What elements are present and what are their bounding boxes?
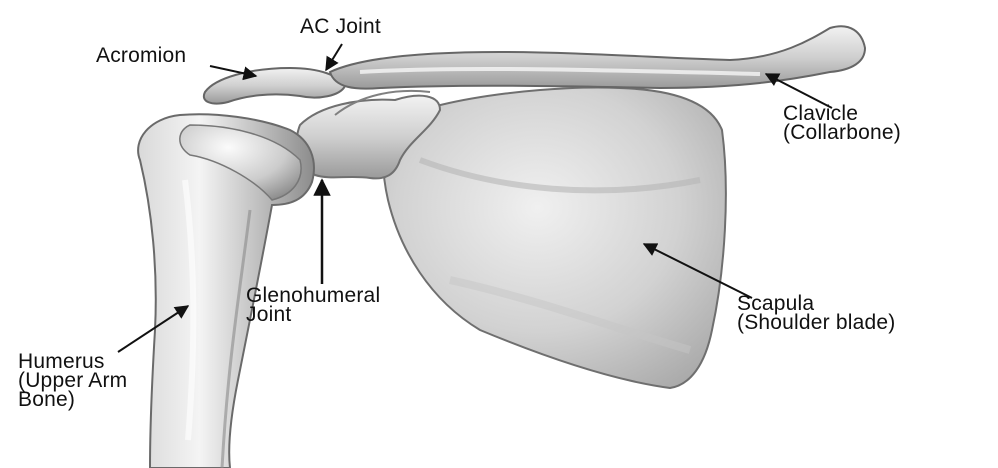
- acromion-bone: [204, 68, 345, 104]
- scapula-bone: [383, 87, 726, 388]
- label-glenohumeral: Glenohumeral Joint: [246, 286, 380, 324]
- clavicle-bone: [330, 26, 865, 88]
- arrow-ac-joint: [326, 44, 342, 70]
- label-humerus: Humerus (Upper Arm Bone): [18, 352, 127, 409]
- label-ac-joint: AC Joint: [300, 17, 381, 36]
- label-clavicle: Clavicle (Collarbone): [783, 104, 901, 142]
- label-acromion: Acromion: [96, 46, 186, 65]
- label-scapula: Scapula (Shoulder blade): [737, 294, 895, 332]
